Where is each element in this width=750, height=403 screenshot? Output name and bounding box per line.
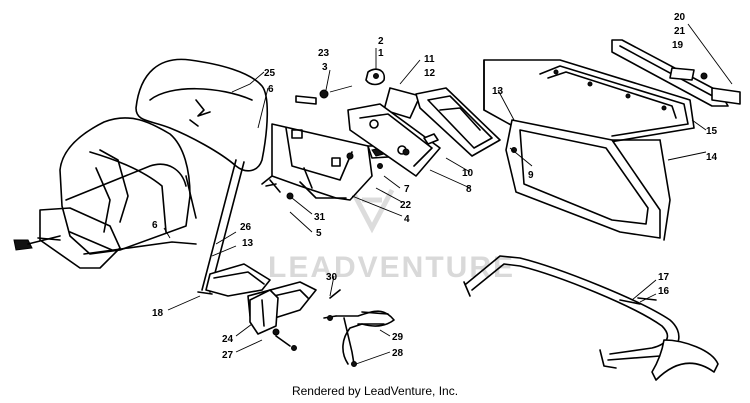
callout-6-upper: 6	[268, 84, 274, 95]
callout-28: 28	[392, 348, 404, 359]
render-credit-caption: Rendered by LeadVenture, Inc.	[291, 384, 459, 398]
top-trim-strip	[611, 23, 741, 107]
callout-11: 11	[424, 54, 435, 65]
callout-12: 12	[424, 68, 436, 79]
watermark-text: LEADVENTURE	[268, 251, 515, 284]
callout-26: 26	[240, 222, 252, 233]
mounting-bracket	[261, 123, 405, 201]
callout-10: 10	[462, 168, 474, 179]
callout-23: 23	[318, 48, 330, 59]
callout-13-upper: 13	[492, 86, 504, 97]
callout-7: 7	[404, 184, 410, 195]
callout-25: 25	[264, 68, 276, 79]
callout-13-lower: 13	[242, 238, 254, 249]
callout-29: 29	[392, 332, 404, 343]
callout-20: 20	[674, 12, 686, 23]
bumper-hoop	[463, 255, 719, 381]
callout-1: 1	[378, 48, 384, 59]
watermark: LEADVENTURE	[268, 188, 515, 284]
callout-17: 17	[658, 272, 670, 283]
callout-22: 22	[400, 200, 412, 211]
callout-8: 8	[466, 184, 472, 195]
lower-hinge-bracket	[205, 263, 317, 351]
callout-14: 14	[706, 152, 718, 163]
callout-5: 5	[316, 228, 322, 239]
support-rod	[197, 159, 245, 295]
callout-21: 21	[674, 26, 686, 37]
callout-9: 9	[528, 170, 534, 181]
taillight-assembly	[347, 87, 501, 177]
callout-3: 3	[322, 62, 328, 73]
leader-lines	[163, 48, 707, 365]
callout-4: 4	[404, 214, 410, 225]
callout-31: 31	[314, 212, 326, 223]
callout-labels: 2 1 23 3 25 6 11 12 13 20 21 19 15 14 9 …	[152, 12, 718, 361]
callout-2: 2	[378, 36, 384, 47]
rear-housing	[13, 117, 197, 269]
pull-handle	[323, 289, 395, 367]
callout-18: 18	[152, 308, 164, 319]
callout-6-lower: 6	[152, 220, 158, 231]
callout-24: 24	[222, 334, 234, 345]
callout-19: 19	[672, 40, 684, 51]
tailgate-panel	[483, 59, 695, 241]
callout-15: 15	[706, 126, 718, 137]
callout-30: 30	[326, 272, 338, 283]
seat-backrest	[135, 58, 269, 172]
callout-16: 16	[658, 286, 670, 297]
callout-27: 27	[222, 350, 234, 361]
